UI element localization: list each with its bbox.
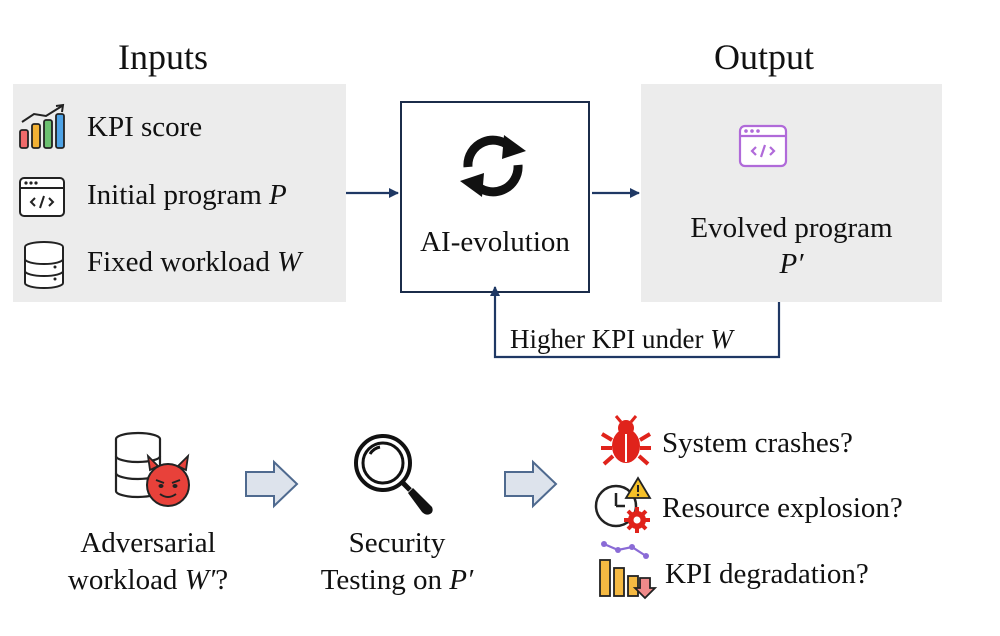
magnifier-icon (354, 434, 433, 515)
block-arrow-2 (504, 459, 558, 509)
ai-evolution-box (400, 101, 590, 293)
risk-kpi-degradation: KPI degradation? (665, 558, 869, 590)
security-line2: Testing on P′ (320, 564, 474, 596)
bar-chart-trend-icon (19, 103, 65, 149)
input-kpi-score: KPI score (87, 111, 203, 143)
risk-resource-explosion: Resource explosion? (662, 492, 903, 524)
clock-warning-gear-icon (594, 476, 652, 533)
database-icon (24, 241, 64, 289)
feedback-loop-arrow (490, 286, 781, 359)
output-heading: Output (714, 37, 815, 77)
bug-icon (600, 415, 652, 466)
inputs-heading: Inputs (118, 37, 208, 77)
adversarial-line1: Adversarial (80, 527, 216, 559)
bar-chart-down-icon (599, 541, 658, 600)
input-fixed-workload: Fixed workload W (87, 246, 302, 278)
output-evolved-program: Evolved program (690, 212, 893, 244)
refresh-cycle-icon (460, 135, 526, 197)
block-arrow-1 (245, 459, 299, 509)
input-initial-program: Initial program P (87, 179, 287, 211)
code-window-purple-icon (738, 124, 788, 168)
output-evolved-var: P′ (779, 248, 804, 280)
ai-evolution-label: AI-evolution (420, 226, 570, 258)
inputs-panel (13, 84, 346, 302)
risk-system-crashes: System crashes? (662, 427, 853, 459)
feedback-label: Higher KPI under W (510, 324, 733, 354)
output-panel (641, 84, 942, 302)
adversarial-line2: workload W′? (67, 564, 229, 596)
security-line1: Security (348, 527, 446, 559)
database-devil-icon (114, 431, 190, 507)
code-window-icon (19, 177, 65, 217)
